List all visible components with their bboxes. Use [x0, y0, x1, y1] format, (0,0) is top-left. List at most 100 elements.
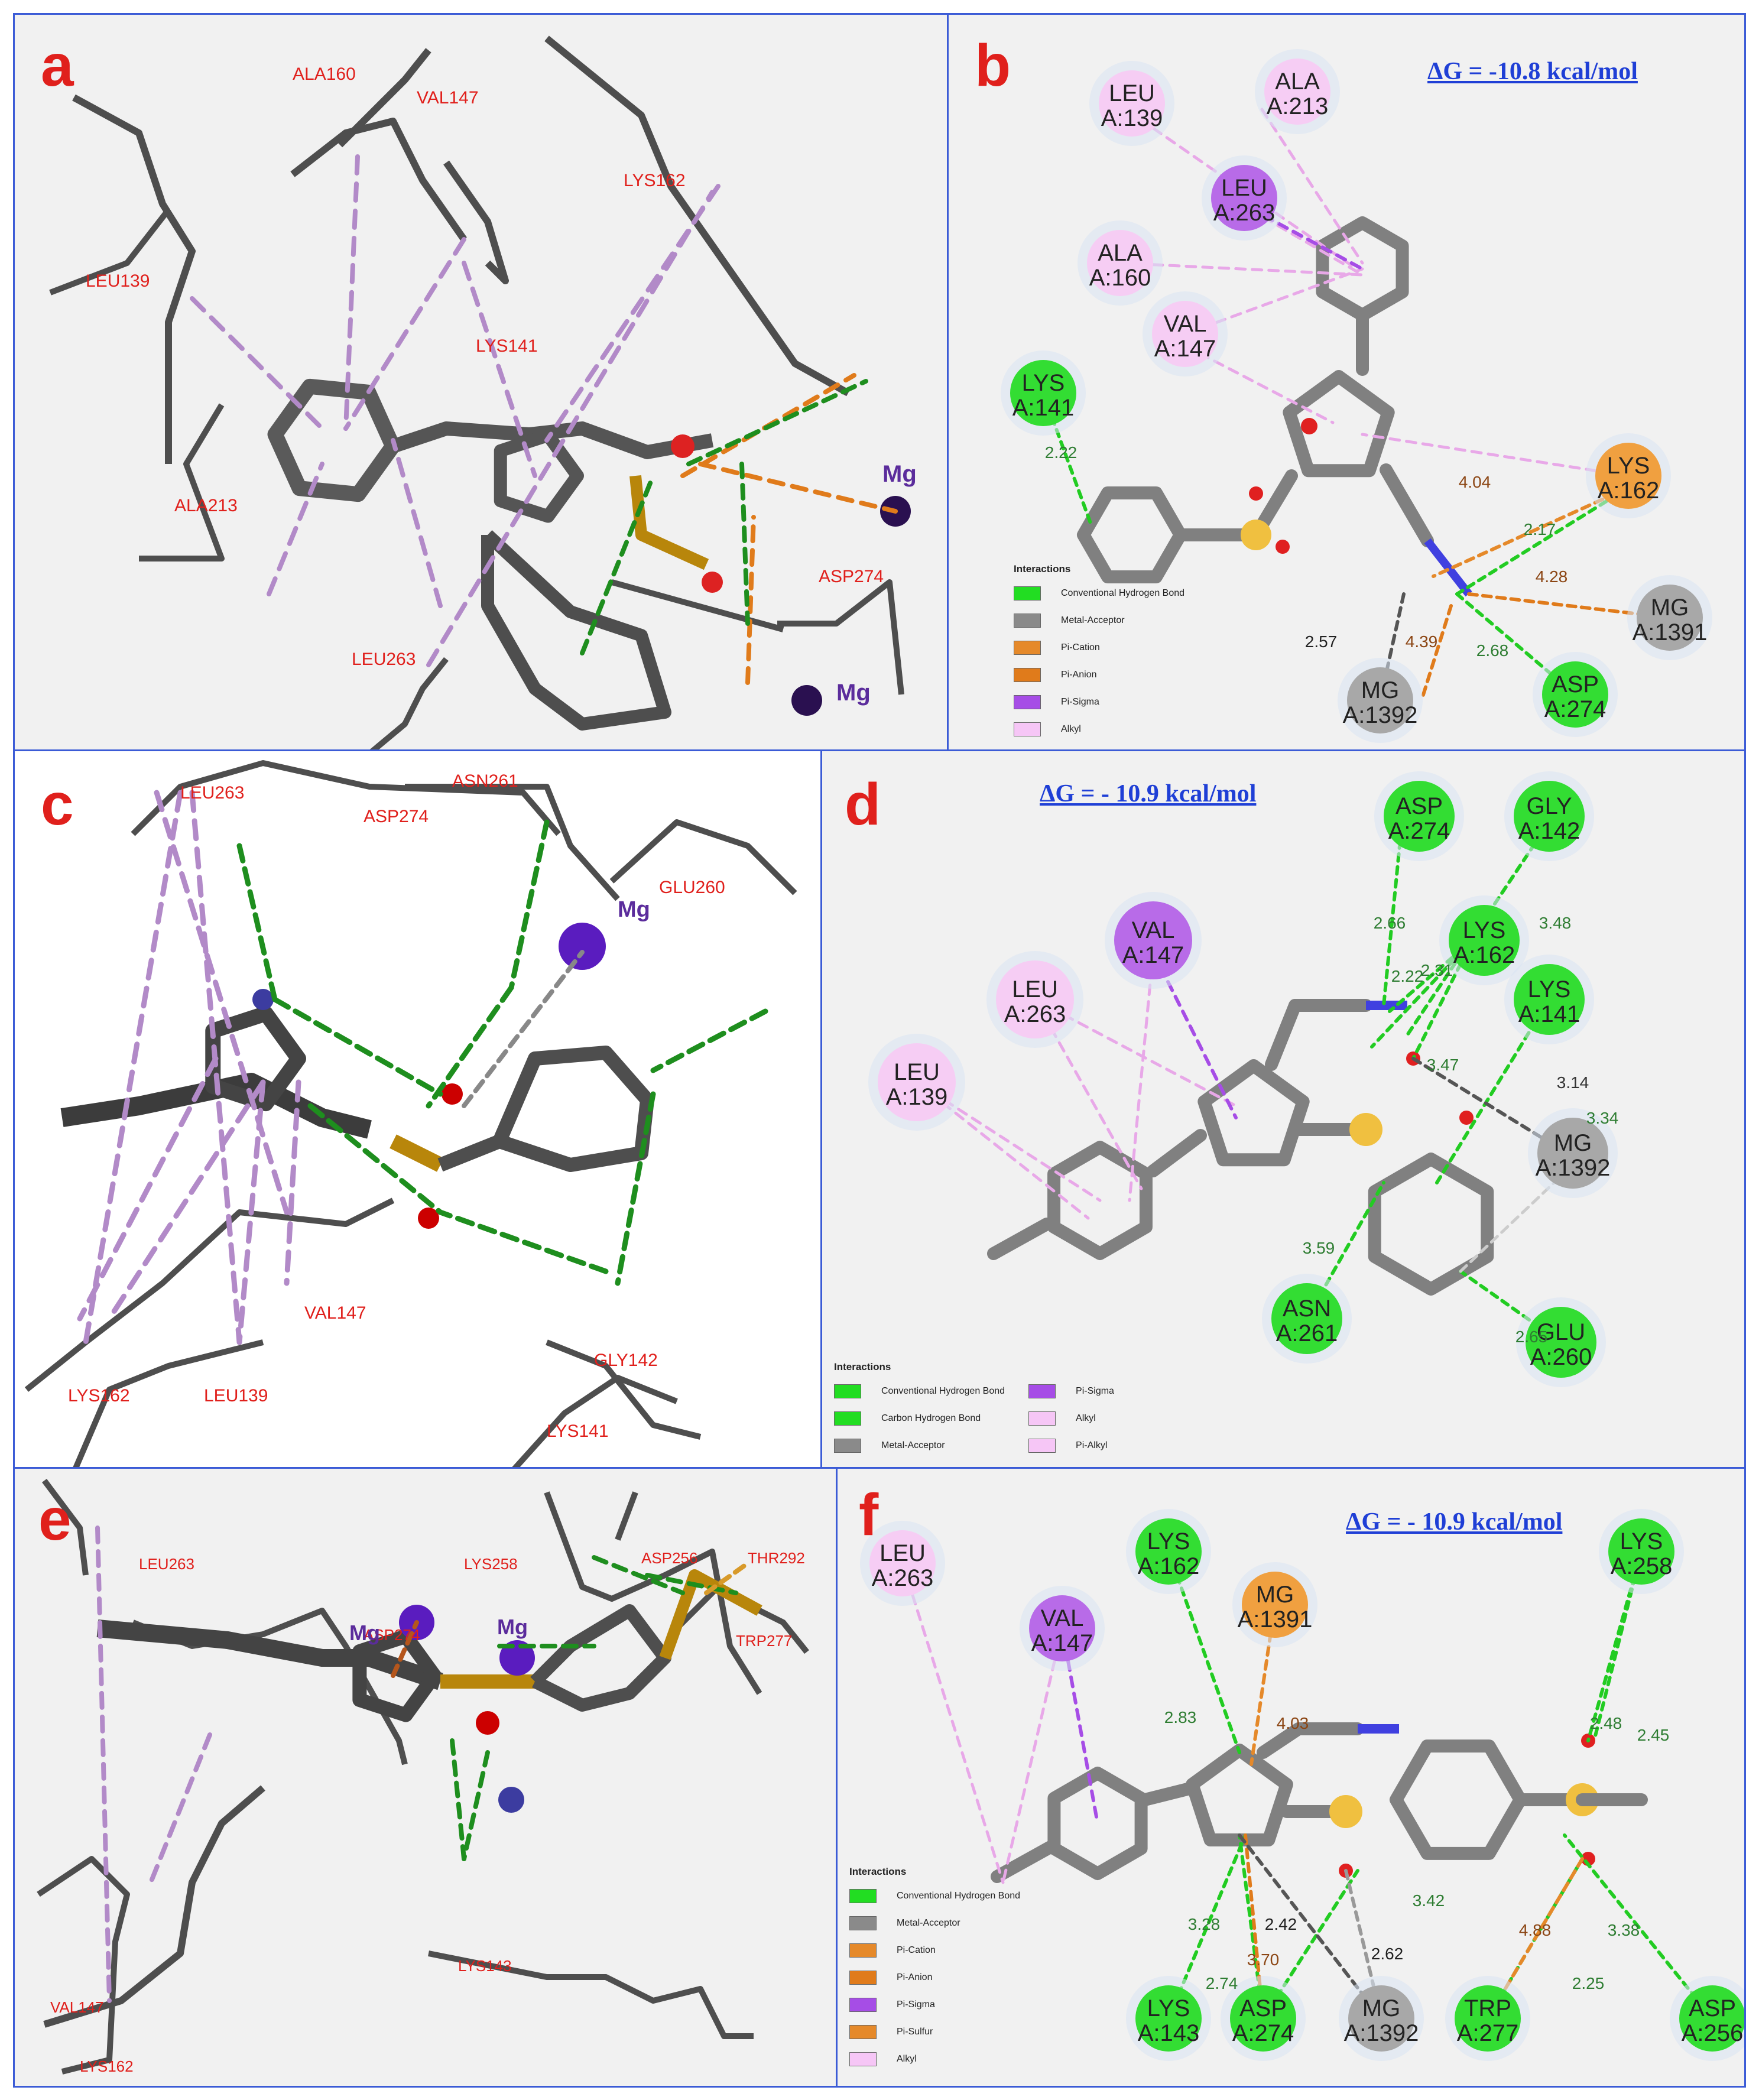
- legend-swatch: [1028, 1439, 1056, 1453]
- distance-label: 2.48: [1590, 1714, 1622, 1732]
- residue-node-mg-1392: MGA:1392: [1339, 1976, 1424, 2061]
- toluene-ring: [1047, 1141, 1153, 1260]
- residue-label: A:213: [1267, 93, 1329, 119]
- stick: [611, 579, 784, 632]
- panel-a-3d-view: ALA160VAL147LYS162LEU139LYS141ALA213LEU2…: [49, 35, 917, 751]
- alkyl-interaction: [1183, 344, 1335, 424]
- sulfonyl-group: [390, 1134, 444, 1172]
- residue-circle: [1230, 1985, 1296, 2052]
- residue-label: ALA160: [293, 64, 356, 84]
- alkyl-interaction: [77, 1056, 219, 1322]
- residue-circle: [1114, 901, 1192, 979]
- residue-circle: [1087, 230, 1153, 296]
- residue-label: A:162: [1453, 942, 1515, 968]
- residue-circle: [1099, 70, 1165, 137]
- alkyl-interaction: [236, 1079, 266, 1345]
- stick: [43, 1785, 265, 2028]
- legend-label: Pi-Sigma: [1061, 697, 1099, 707]
- hbond-interaction: [236, 843, 278, 1002]
- residue-circle: [1135, 1985, 1202, 2052]
- residue-label: MG: [1362, 1995, 1400, 2021]
- hbond-interaction: [1435, 998, 1551, 1184]
- residue-label: VAL147: [417, 88, 479, 108]
- alkyl-interaction: [83, 790, 183, 1345]
- residue-label: A:141: [1518, 1001, 1580, 1027]
- hbond-interaction: [508, 819, 550, 991]
- pi-anion-interaction: [745, 515, 756, 685]
- distance-label: 2.83: [1164, 1708, 1197, 1726]
- residue-label: ASN: [1283, 1296, 1331, 1322]
- hbond-interaction: [1382, 826, 1403, 1007]
- residue-circle: [1152, 301, 1218, 367]
- bond-line: [1147, 1129, 1207, 1177]
- residue-label: A:1391: [1238, 1606, 1313, 1632]
- residue-circle: [996, 960, 1074, 1038]
- residue-label: GLU: [1537, 1319, 1585, 1345]
- residue-circle: [1211, 165, 1277, 231]
- residue-circle: [1537, 1118, 1608, 1189]
- piperazine-ring: [481, 530, 671, 731]
- pi-cation-interaction: [391, 1620, 419, 1678]
- piperazine-ring: [1390, 1739, 1527, 1860]
- oxygen-atom: [1459, 1111, 1474, 1125]
- mg-label: Mg: [618, 897, 650, 922]
- oxygen-atom: [1276, 540, 1290, 554]
- hbond-interaction: [650, 1008, 768, 1073]
- residue-label: LYS162: [80, 2057, 134, 2075]
- residue-label: GLU260: [659, 878, 725, 897]
- residue-label: ASP274: [364, 1626, 420, 1644]
- panel-label-a: a: [41, 33, 74, 99]
- residue-label: ALA: [1098, 240, 1143, 266]
- residue-circle: [1542, 661, 1608, 728]
- piperazine-ring: [1368, 1153, 1494, 1296]
- alkyl-interaction: [1001, 1627, 1064, 1884]
- residue-circle: [1679, 1985, 1744, 2052]
- residue-label: A:162: [1138, 1553, 1200, 1579]
- residue-circle: [1010, 360, 1076, 426]
- alkyl-interaction: [1361, 433, 1630, 478]
- legend-swatch: [849, 1998, 877, 2012]
- legend-label: Alkyl: [1061, 724, 1081, 734]
- distance-label: 3.28: [1188, 1915, 1221, 1933]
- alkyl-interaction: [343, 237, 466, 431]
- distance-label: 2.65: [1515, 1327, 1548, 1346]
- residue-label: TRP: [1464, 1995, 1511, 2021]
- alkyl-interaction: [901, 1562, 1005, 1884]
- distance-label: 3.42: [1413, 1891, 1445, 1910]
- hbond-interaction: [272, 997, 443, 1097]
- residue-label: LEU139: [86, 271, 150, 291]
- legend-swatch: [1014, 695, 1041, 709]
- mg-label: Mg: [836, 680, 871, 706]
- distance-label: 3.14: [1557, 1073, 1589, 1092]
- legend-item: Alkyl: [1028, 1405, 1114, 1432]
- residue-circle: [1449, 905, 1520, 976]
- residue-circle: [1242, 1572, 1308, 1638]
- legend-swatch: [1028, 1384, 1056, 1398]
- ligand-backbone: [96, 1619, 443, 1690]
- residue-label: MG: [1256, 1582, 1294, 1608]
- stick: [37, 1856, 130, 2075]
- metal-acceptor-interaction: [462, 950, 585, 1108]
- residue-label: LYS: [1607, 453, 1650, 479]
- hbond-interaction: [1167, 1550, 1241, 1754]
- residue-label: A:1392: [1344, 2020, 1419, 2046]
- alkyl-interaction: [1128, 950, 1155, 1202]
- residue-label: A:147: [1031, 1630, 1093, 1656]
